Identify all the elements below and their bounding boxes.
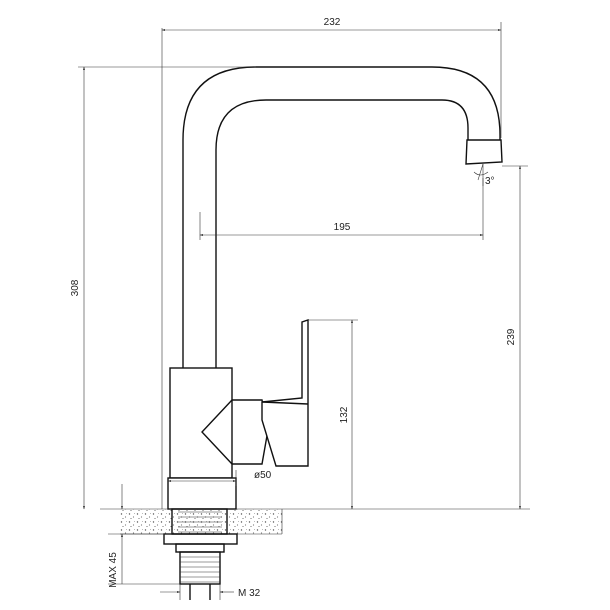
dim-base-diameter: ø50 — [167, 470, 272, 486]
dim-overall-height: 308 — [70, 66, 256, 510]
label-spout-angle: 3° — [485, 176, 495, 187]
faucet-spout — [182, 66, 503, 368]
faucet-body — [167, 319, 309, 510]
dim-spout-angle: 3° — [473, 163, 495, 187]
label-body-height: 132 — [339, 406, 350, 423]
dim-max-thickness: MAX 45 — [108, 484, 180, 588]
label-base-diameter: ø50 — [254, 470, 272, 481]
dim-overall-width: 232 — [161, 17, 502, 509]
label-overall-width: 232 — [324, 17, 341, 28]
dim-thread: M 32 — [160, 584, 261, 600]
dim-spout-reach: 195 — [199, 178, 484, 240]
label-spout-height: 239 — [506, 328, 517, 345]
dim-spout-height: 239 — [502, 165, 528, 510]
label-overall-height: 308 — [70, 279, 81, 296]
label-max-thickness: MAX 45 — [108, 552, 119, 588]
mounting-thread — [163, 508, 238, 600]
countertop — [100, 508, 530, 535]
dim-body-height: 132 — [308, 319, 358, 510]
label-spout-reach: 195 — [334, 222, 351, 233]
label-thread: M 32 — [238, 588, 261, 599]
